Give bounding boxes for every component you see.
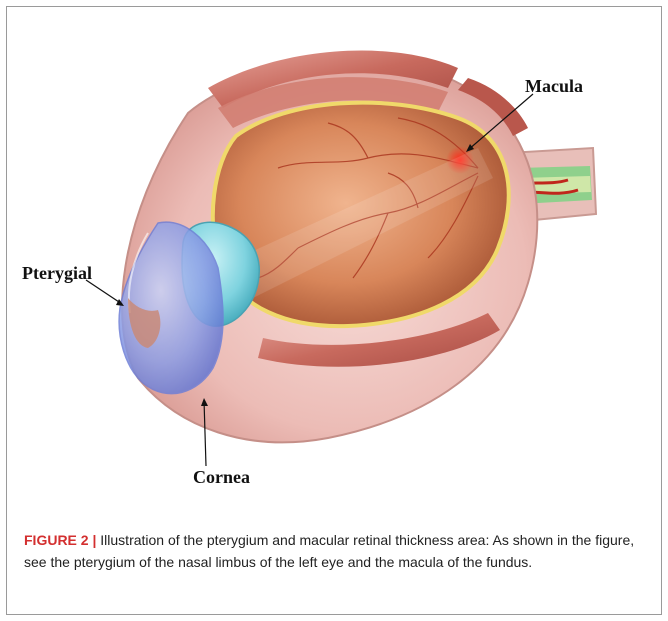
- pterygial-label: Pterygial: [22, 263, 92, 284]
- caption-text: Illustration of the pterygium and macula…: [24, 532, 634, 570]
- cornea-label: Cornea: [193, 467, 250, 488]
- caption-separator: |: [89, 532, 101, 548]
- figure-number: FIGURE 2: [24, 532, 89, 548]
- macula-label: Macula: [525, 76, 583, 97]
- figure-caption: FIGURE 2 | Illustration of the pterygium…: [24, 529, 650, 573]
